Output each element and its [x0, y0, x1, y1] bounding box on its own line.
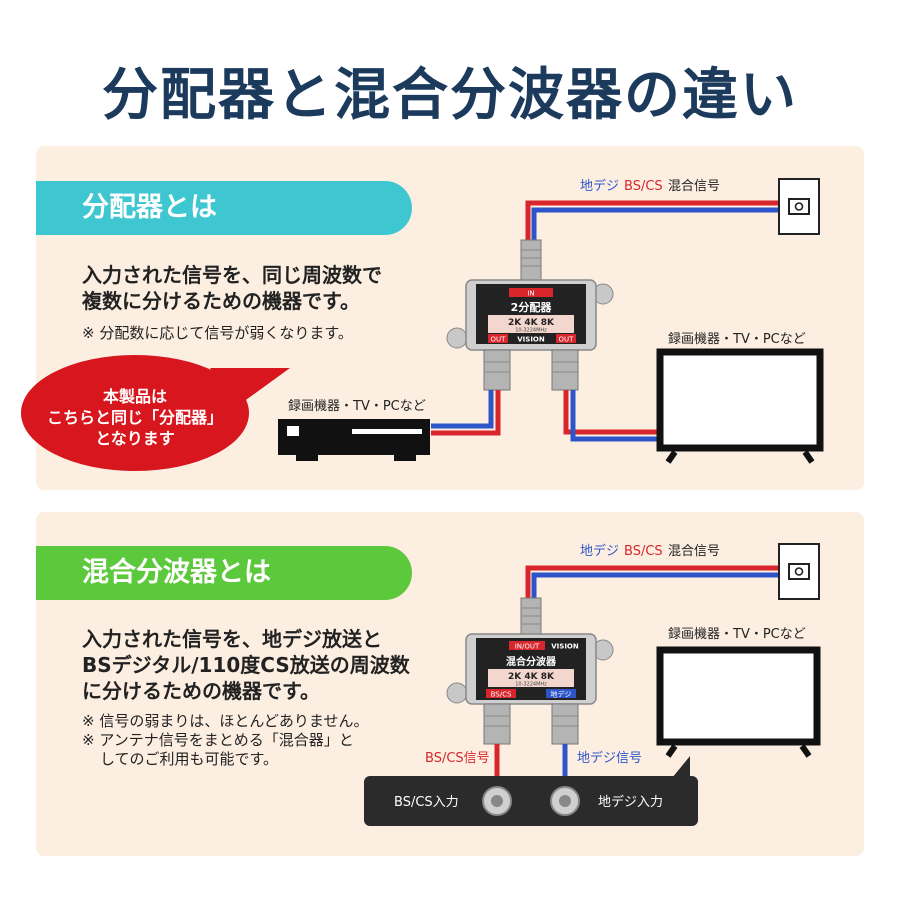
- diplexer-note-line: ※ アンテナ信号をまとめる「混合器」と: [82, 731, 354, 749]
- splitter-note: ※ 分配数に応じて信号が弱くなります。: [82, 324, 353, 342]
- splitter-unit-brand: VISION: [517, 336, 545, 344]
- diplexer-unit-freq: 10-3224MHz: [515, 682, 547, 688]
- splitter-description: 入力された信号を、同じ周波数で 複数に分けるための機器です。: [82, 262, 382, 314]
- splitter-unit-out1: OUT: [491, 336, 507, 344]
- bubble-line: 本製品は: [102, 387, 167, 406]
- wall-outlet-icon: [778, 178, 820, 235]
- splitter-output-cable-left: [431, 390, 501, 436]
- bubble-line: となります: [95, 429, 175, 448]
- diplexer-out-chideji-label: 地デジ信号: [577, 750, 642, 766]
- wall-outlet-icon: [778, 543, 820, 600]
- tv-icon: [656, 646, 821, 758]
- splitter-output-cable-right: [563, 390, 658, 442]
- splitter-signal-chideji: 地デジ: [580, 178, 619, 194]
- splitter-unit-in: IN: [527, 290, 534, 298]
- diplexer-note-line: ※ 信号の弱まりは、ほとんどありません。: [82, 712, 369, 730]
- diplexer-desc-line: 入力された信号を、地デジ放送と: [82, 627, 382, 651]
- splitter-unit-name: 2分配器: [511, 300, 553, 314]
- diplexer-notes: ※ 信号の弱まりは、ほとんどありません。 ※ アンテナ信号をまとめる「混合器」と…: [82, 712, 368, 769]
- diplexer-device-label: 録画機器・TV・PCなど: [668, 627, 806, 642]
- speech-bubble: [21, 355, 290, 471]
- diplexer-input-cable: [525, 565, 778, 615]
- splitter-unit-out2: OUT: [559, 336, 575, 344]
- splitter-signal-bscs: BS/CS: [624, 179, 663, 194]
- diplexer-unit-port-chideji: 地デジ: [551, 690, 572, 699]
- splitter-unit-freq: 10-3224MHz: [515, 328, 547, 334]
- splitter-desc-line: 複数に分けるための機器です。: [82, 289, 360, 313]
- bubble-line: こちらと同じ「分配器」: [46, 408, 223, 427]
- diplexer-unit-spec: 2K 4K 8K: [508, 672, 555, 682]
- recorder-icon: [278, 419, 430, 461]
- splitter-device-label-right: 録画機器・TV・PCなど: [668, 332, 806, 347]
- diplexer-unit: IN/OUT VISION 混合分波器 2K 4K 8K 10-3224MHz …: [446, 597, 614, 745]
- splitter-bubble-text: 本製品は こちらと同じ「分配器」 となります: [40, 386, 230, 449]
- splitter-unit: IN 2分配器 2K 4K 8K 10-3224MHz OUT VISION O…: [446, 239, 614, 391]
- diplexer-unit-brand: VISION: [551, 643, 579, 651]
- tv-input-panel: [364, 756, 698, 826]
- diplexer-heading: 混合分波器とは: [36, 546, 412, 600]
- splitter-input-cable: [525, 200, 778, 255]
- splitter-unit-spec: 2K 4K 8K: [508, 318, 555, 328]
- page-title: 分配器と混合分波器の違い: [102, 63, 798, 128]
- diplexer-desc-line: に分けるための機器です。: [82, 679, 320, 703]
- splitter-desc-line: 入力された信号を、同じ周波数で: [82, 263, 382, 287]
- diplexer-unit-port-bscs: BS/CS: [491, 691, 512, 699]
- diplexer-unit-name: 混合分波器: [506, 655, 557, 668]
- diplexer-input-chideji-label: 地デジ入力: [598, 794, 663, 810]
- diplexer-signal-bscs: BS/CS: [624, 544, 663, 559]
- splitter-heading: 分配器とは: [36, 181, 412, 235]
- diplexer-description: 入力された信号を、地デジ放送と BSデジタル/110度CS放送の周波数 に分ける…: [82, 626, 410, 704]
- diplexer-input-bscs-label: BS/CS入力: [394, 795, 459, 810]
- diplexer-desc-line: BSデジタル/110度CS放送の周波数: [82, 653, 410, 677]
- diplexer-out-bscs-label: BS/CS信号: [425, 751, 490, 766]
- splitter-signal-mixed: 混合信号: [668, 179, 720, 194]
- splitter-device-label-left: 録画機器・TV・PCなど: [288, 399, 426, 414]
- diplexer-unit-inout: IN/OUT: [515, 643, 540, 651]
- diplexer-note-line: してのご利用も可能です。: [100, 750, 279, 768]
- diplexer-signal-mixed: 混合信号: [668, 544, 720, 559]
- tv-icon: [656, 348, 824, 464]
- diplexer-signal-chideji: 地デジ: [580, 543, 619, 559]
